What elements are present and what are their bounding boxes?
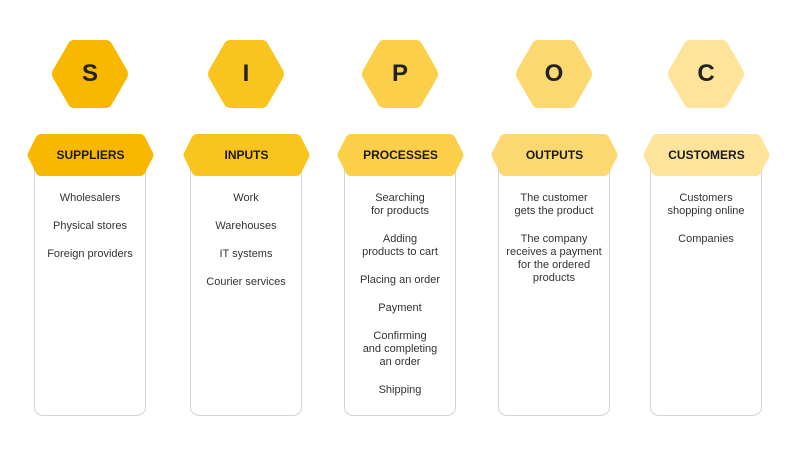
letter-label: I <box>242 60 250 87</box>
list-item: Payment <box>378 302 422 314</box>
banner-shape <box>183 134 310 176</box>
hexagon-shape <box>668 40 744 108</box>
hexagon-shape <box>362 40 438 108</box>
letter-label: P <box>391 60 408 87</box>
suppliers-card <box>34 160 146 416</box>
hexagon-shape <box>52 40 128 108</box>
list-item: Courier services <box>206 276 286 288</box>
customers-card <box>650 160 762 416</box>
list-item: Wholesalers <box>59 192 121 204</box>
banner-shape <box>491 134 618 176</box>
outputs-card <box>498 160 610 416</box>
banner-title: INPUTS <box>224 148 269 162</box>
banner-title: CUSTOMERS <box>668 148 745 162</box>
banner-shape <box>643 134 770 176</box>
outputs-letter-hexagon: O <box>514 36 594 112</box>
list-item: IT systems <box>219 248 273 260</box>
list-item: Physical stores <box>53 220 127 232</box>
banner-title: PROCESSES <box>363 148 438 162</box>
processes-card <box>344 160 456 416</box>
list-item: Shipping <box>378 384 422 396</box>
banner-title: OUTPUTS <box>525 148 584 162</box>
suppliers-letter-hexagon: S <box>50 36 130 112</box>
suppliers-header-banner: SUPPLIERS <box>27 133 154 177</box>
processes-letter-hexagon: P <box>360 36 440 112</box>
hexagon-shape <box>516 40 592 108</box>
inputs-card <box>190 160 302 416</box>
list-item: Companies <box>678 233 734 245</box>
letter-label: C <box>697 60 715 87</box>
letter-label: S <box>81 60 98 87</box>
list-item: Placing an order <box>359 274 441 286</box>
inputs-header-banner: INPUTS <box>183 133 310 177</box>
hexagon-shape <box>208 40 284 108</box>
list-item: Foreign providers <box>47 248 133 260</box>
customers-header-banner: CUSTOMERS <box>643 133 770 177</box>
customers-letter-hexagon: C <box>666 36 746 112</box>
letter-label: O <box>544 60 564 87</box>
banner-shape <box>337 134 464 176</box>
processes-header-banner: PROCESSES <box>337 133 464 177</box>
outputs-header-banner: OUTPUTS <box>491 133 618 177</box>
inputs-letter-hexagon: I <box>206 36 286 112</box>
banner-title: SUPPLIERS <box>56 148 125 162</box>
list-item: Work <box>233 192 259 204</box>
list-item: Warehouses <box>215 220 277 232</box>
banner-shape <box>27 134 154 176</box>
